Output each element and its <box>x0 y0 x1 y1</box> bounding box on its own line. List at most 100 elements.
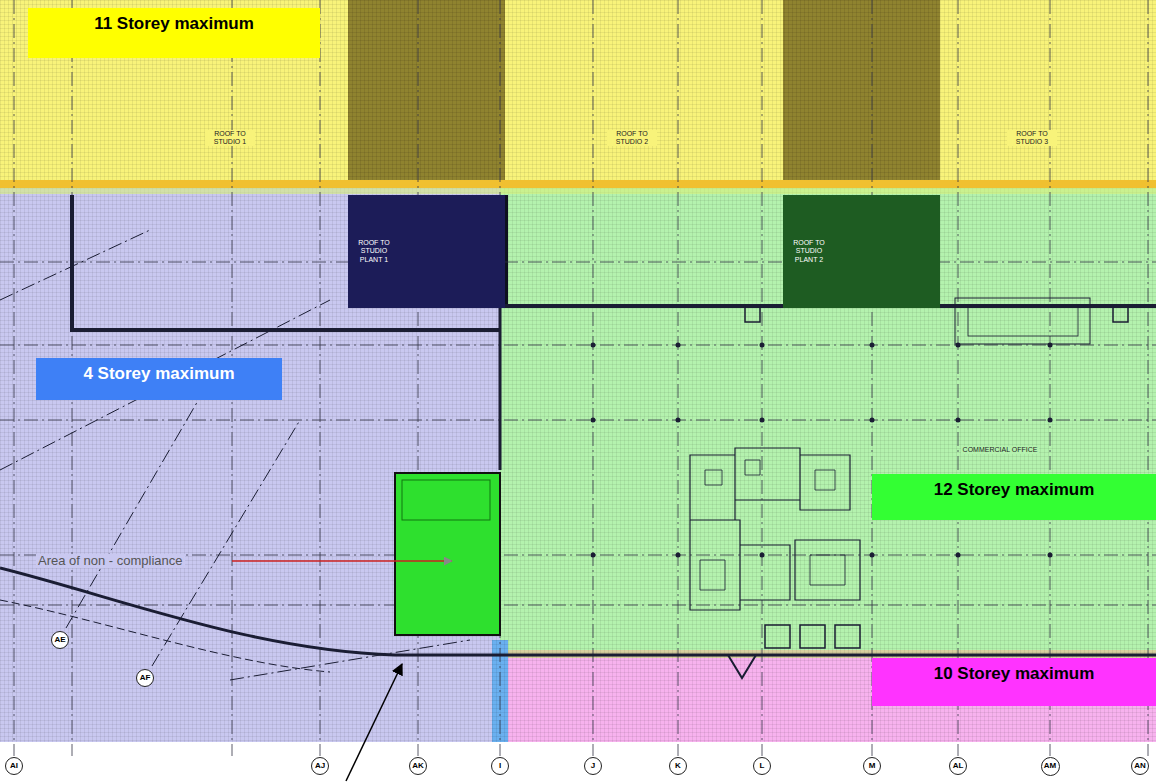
column <box>870 418 875 423</box>
hatch-texture <box>348 0 505 188</box>
grid-letter: K <box>675 761 681 770</box>
grid-bubble: AK <box>409 757 427 775</box>
column <box>760 553 765 558</box>
height-zone-label: 4 Storey maximum <box>36 358 282 400</box>
grid-line <box>0 262 1156 263</box>
grid-line <box>500 0 501 756</box>
column <box>956 343 961 348</box>
zone-boundary <box>0 180 1156 188</box>
grid-bubble: K <box>669 757 687 775</box>
grid-line <box>0 345 1156 346</box>
grid-line <box>872 0 873 756</box>
column <box>676 553 681 558</box>
grid-lines <box>0 0 1156 756</box>
grid-letter: AI <box>10 761 18 770</box>
grid-letter: AF <box>140 673 151 682</box>
grid-line <box>1050 0 1051 756</box>
plant-roof-area: ROOF TO STUDIO PLANT 2 <box>783 195 940 308</box>
grid-bubble: AI <box>5 757 23 775</box>
column <box>760 343 765 348</box>
column <box>1048 553 1053 558</box>
column <box>956 553 961 558</box>
grid-line <box>14 0 15 756</box>
grid-line <box>320 0 321 756</box>
grid-bubble: AE <box>51 631 69 649</box>
column <box>591 418 596 423</box>
plant-text: ROOF TO STUDIO PLANT 1 <box>352 239 396 263</box>
zone-text: 11 Storey maximum <box>94 14 254 34</box>
roof-label: ROOF TO STUDIO 2 <box>607 130 657 146</box>
frontage-line <box>500 654 1156 657</box>
plan-outline <box>955 298 1090 344</box>
column <box>1048 418 1053 423</box>
zone-text: 10 Storey maximum <box>934 664 1095 684</box>
plant-band <box>348 0 505 188</box>
plant-band <box>783 0 940 188</box>
column <box>591 343 596 348</box>
grid-letter: AE <box>54 635 65 644</box>
roof-label: ROOF TO STUDIO 1 <box>205 130 255 146</box>
zone-text: 4 Storey maximum <box>83 364 234 384</box>
column <box>676 418 681 423</box>
use-label: COMMERCIAL OFFICE <box>961 446 1040 454</box>
hatch-texture <box>783 0 940 188</box>
grid-letter: AK <box>412 761 424 770</box>
columns <box>591 343 1053 558</box>
grid-bubble: AJ <box>311 757 329 775</box>
callout-label: Area of non - compliance <box>36 554 185 569</box>
grid-bubble: AM <box>1041 757 1060 776</box>
core-fixtures <box>700 460 845 590</box>
roof-label: ROOF TO STUDIO 3 <box>1007 130 1057 146</box>
grid-letter: L <box>760 761 765 770</box>
entry-notch <box>728 655 756 678</box>
grid-bubble: L <box>753 757 771 775</box>
core-rooms <box>690 448 860 610</box>
zone-text: 12 Storey maximum <box>934 480 1095 500</box>
grid-line <box>593 0 594 756</box>
grid-line <box>958 0 959 756</box>
grid-bubble: I <box>491 757 509 775</box>
grid-letter: I <box>499 761 501 770</box>
column <box>870 343 875 348</box>
grid-letter: AJ <box>315 761 325 770</box>
plant-text: ROOF TO STUDIO PLANT 2 <box>787 239 831 263</box>
non-compliance-detail <box>402 480 490 520</box>
column <box>676 343 681 348</box>
leader-line <box>232 560 452 562</box>
grid-letter: M <box>869 761 876 770</box>
rotated-grid <box>66 380 300 666</box>
height-zone-label: 11 Storey maximum <box>28 8 320 58</box>
grid-line <box>0 605 1156 606</box>
height-zone-label: 10 Storey maximum <box>872 658 1156 706</box>
grid-line <box>678 0 679 756</box>
grid-bubble: AF <box>136 669 154 687</box>
grid-bubble: J <box>584 757 602 775</box>
grid-bubble: AN <box>1131 757 1149 775</box>
pointer-arrow <box>346 664 402 781</box>
grid-letter: AN <box>1134 761 1146 770</box>
column <box>870 553 875 558</box>
grid-letter: J <box>591 761 595 770</box>
plant-roof-area: ROOF TO STUDIO PLANT 1 <box>348 195 505 308</box>
grid-line <box>418 0 419 756</box>
zone-boundary <box>0 188 1156 194</box>
grid-letter: AL <box>953 761 964 770</box>
setback-curve <box>0 600 330 672</box>
wall-line <box>499 308 502 470</box>
grid-line <box>762 0 763 756</box>
column <box>591 553 596 558</box>
grid-line <box>1148 0 1149 756</box>
grid-bubble: AL <box>949 757 967 775</box>
plan-linework <box>0 195 1156 680</box>
column <box>760 418 765 423</box>
grid-letter: AM <box>1044 761 1056 770</box>
column <box>1048 343 1053 348</box>
height-zone-label: 12 Storey maximum <box>872 474 1156 520</box>
lift-shafts <box>765 625 860 648</box>
plan-outline <box>968 306 1078 336</box>
column <box>956 418 961 423</box>
grid-bubble: M <box>863 757 881 775</box>
non-compliance-area <box>395 473 500 635</box>
